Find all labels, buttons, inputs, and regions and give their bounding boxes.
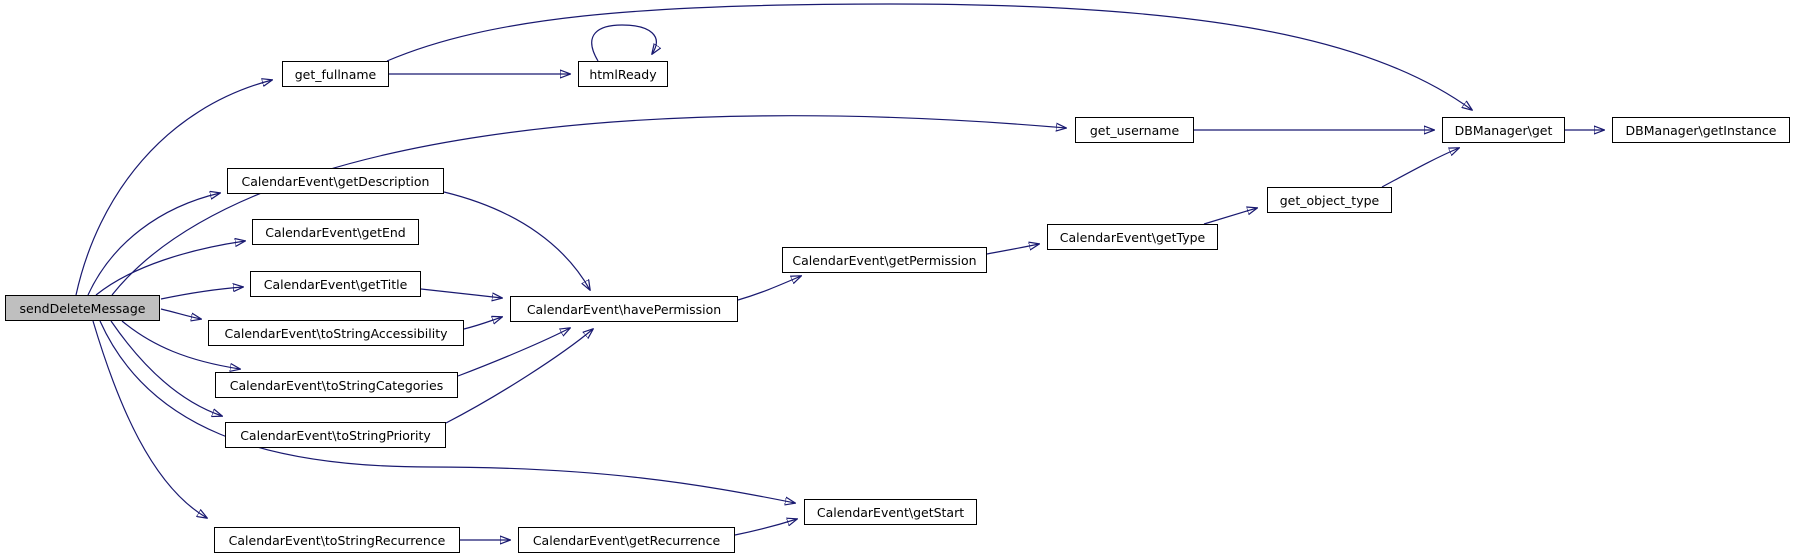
edge-sendDeleteMessage-to-get_username [111, 115, 1066, 296]
edge-sendDeleteMessage-to-getEnd [95, 241, 245, 296]
edge-getDescription-to-havePermission [443, 191, 590, 290]
node-havePermission[interactable]: CalendarEvent\havePermission [510, 296, 738, 322]
edge-sendDeleteMessage-to-getTitle [160, 287, 243, 300]
node-getTitle[interactable]: CalendarEvent\getTitle [250, 271, 421, 297]
node-getEnd[interactable]: CalendarEvent\getEnd [252, 219, 419, 245]
node-sendDeleteMessage: sendDeleteMessage [5, 295, 160, 321]
edge-toStringCategories-to-havePermission [457, 328, 570, 377]
node-toStringPriority[interactable]: CalendarEvent\toStringPriority [225, 422, 446, 448]
node-getDescription[interactable]: CalendarEvent\getDescription [227, 168, 444, 194]
node-get_fullname[interactable]: get_fullname [282, 61, 389, 87]
edge-sendDeleteMessage-to-getStart [99, 320, 795, 503]
edge-getType-to-get_object_type [1203, 208, 1257, 225]
edge-sendDeleteMessage-to-get_fullname [75, 80, 272, 296]
edge-havePermission-to-getPermission [737, 276, 801, 301]
edge-sendDeleteMessage-to-getDescription [87, 193, 220, 296]
edge-get_fullname-to-DBManager-get [386, 3, 1472, 110]
edge-sendDeleteMessage-to-toStringPriority [110, 320, 222, 416]
edge-getTitle-to-havePermission [420, 288, 502, 298]
edge-toStringPriority-to-havePermission [445, 329, 593, 424]
edge-sendDeleteMessage-to-toStringRecurrence [92, 320, 207, 518]
node-htmlReady[interactable]: htmlReady [578, 61, 668, 87]
edge-get_object_type-to-DBManager-get [1381, 148, 1459, 188]
node-getPermission[interactable]: CalendarEvent\getPermission [782, 247, 987, 273]
edge-sendDeleteMessage-to-toStringCategories [121, 320, 240, 369]
edge-getPermission-to-getType [986, 244, 1039, 255]
node-toStringAccessibility[interactable]: CalendarEvent\toStringAccessibility [208, 320, 464, 346]
edge-getRecurrence-to-getStart [734, 519, 797, 536]
node-get_object_type[interactable]: get_object_type [1267, 187, 1392, 213]
node-getRecurrence[interactable]: CalendarEvent\getRecurrence [518, 527, 735, 553]
node-toStringRecurrence[interactable]: CalendarEvent\toStringRecurrence [214, 527, 460, 553]
edge-sendDeleteMessage-to-toStringAccessibility [160, 308, 201, 319]
node-get_username[interactable]: get_username [1075, 117, 1194, 143]
node-toStringCategories[interactable]: CalendarEvent\toStringCategories [215, 372, 458, 398]
edge-htmlReady-self-loop [591, 24, 657, 62]
node-dbmanager-get[interactable]: DBManager\get [1442, 117, 1565, 143]
edge-toStringAccessibility-to-havePermission [463, 317, 502, 330]
node-dbmanager-getinstance[interactable]: DBManager\getInstance [1612, 117, 1790, 143]
node-getStart[interactable]: CalendarEvent\getStart [804, 499, 977, 525]
node-getType[interactable]: CalendarEvent\getType [1047, 224, 1218, 250]
